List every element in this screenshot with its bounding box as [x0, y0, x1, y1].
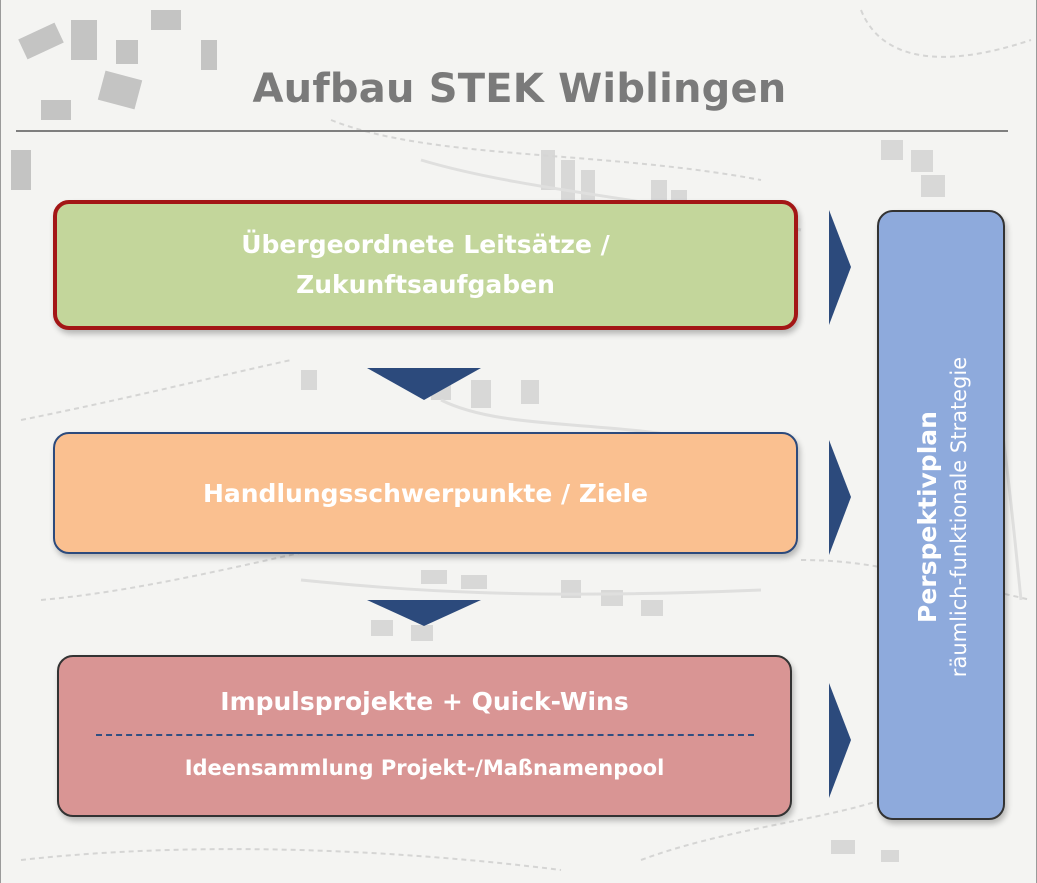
leitsaetze-box: Übergeordnete Leitsätze / Zukunftsaufgab…: [53, 200, 798, 330]
handlung-box: Handlungsschwerpunkte / Ziele: [53, 432, 798, 554]
perspektivplan-box: Perspektivplan räumlich-funktionale Stra…: [877, 210, 1005, 820]
perspektivplan-title: Perspektivplan: [913, 411, 942, 623]
perspektivplan-subtitle: räumlich-funktionale Strategie: [947, 356, 971, 678]
leitsaetze-line-2: Zukunftsaufgaben: [296, 270, 555, 299]
dashed-divider: [95, 733, 754, 736]
impuls-sub-label: Ideensammlung Projekt-/Maßnamenpool: [184, 755, 665, 780]
down-arrow-icon: [367, 600, 481, 626]
title-divider: [16, 130, 1008, 132]
right-arrow-icon: [829, 683, 851, 798]
down-arrow-icon: [367, 368, 481, 400]
perspektivplan-text: Perspektivplan räumlich-funktionale Stra…: [912, 237, 974, 797]
right-arrow-icon: [829, 440, 851, 555]
impuls-box: Impulsprojekte + Quick-Wins Ideensammlun…: [57, 655, 792, 817]
leitsaetze-line-1: Übergeordnete Leitsätze /: [241, 230, 610, 259]
right-arrow-icon: [829, 210, 851, 325]
handlung-label: Handlungsschwerpunkte / Ziele: [202, 478, 649, 508]
impuls-main-label: Impulsprojekte + Quick-Wins: [220, 686, 629, 716]
page-title: Aufbau STEK Wiblingen: [252, 66, 787, 112]
